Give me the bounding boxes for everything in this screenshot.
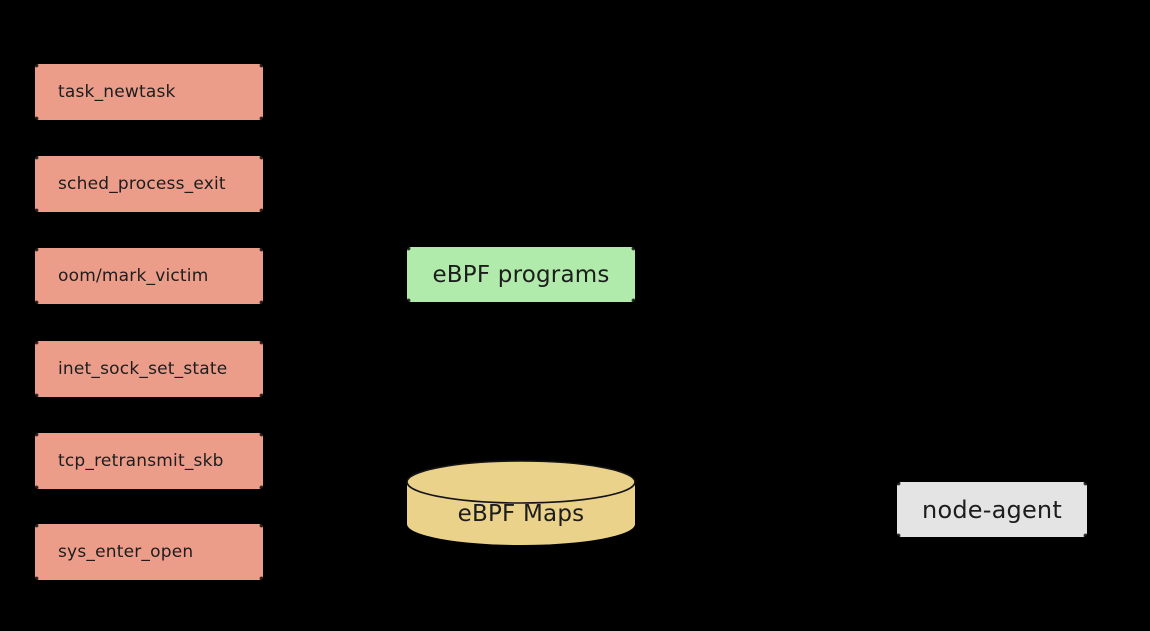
hook-box-tcp-retransmit-skb: tcp_retransmit_skb bbox=[35, 433, 263, 489]
hook-box-sys-enter-open: sys_enter_open bbox=[35, 524, 263, 580]
hook-box-inet-sock-set-state: inet_sock_set_state bbox=[35, 341, 263, 397]
hook-label: task_newtask bbox=[58, 82, 176, 102]
hook-label: tcp_retransmit_skb bbox=[58, 451, 224, 471]
ebpf-programs-box: eBPF programs bbox=[407, 247, 635, 302]
hook-label: oom/mark_victim bbox=[58, 266, 209, 286]
hook-box-task-newtask: task_newtask bbox=[35, 64, 263, 120]
hook-box-sched-process-exit: sched_process_exit bbox=[35, 156, 263, 212]
hook-label: sched_process_exit bbox=[58, 174, 226, 194]
node-agent-box: node-agent bbox=[897, 482, 1087, 537]
node-agent-label: node-agent bbox=[922, 495, 1062, 524]
hook-label: inet_sock_set_state bbox=[58, 359, 228, 379]
ebpf-maps-cylinder bbox=[406, 460, 636, 545]
ebpf-maps-label: eBPF Maps bbox=[457, 501, 585, 527]
ebpf-programs-label: eBPF programs bbox=[432, 261, 610, 288]
hook-box-oom-mark-victim: oom/mark_victim bbox=[35, 248, 263, 304]
hook-label: sys_enter_open bbox=[58, 542, 194, 562]
